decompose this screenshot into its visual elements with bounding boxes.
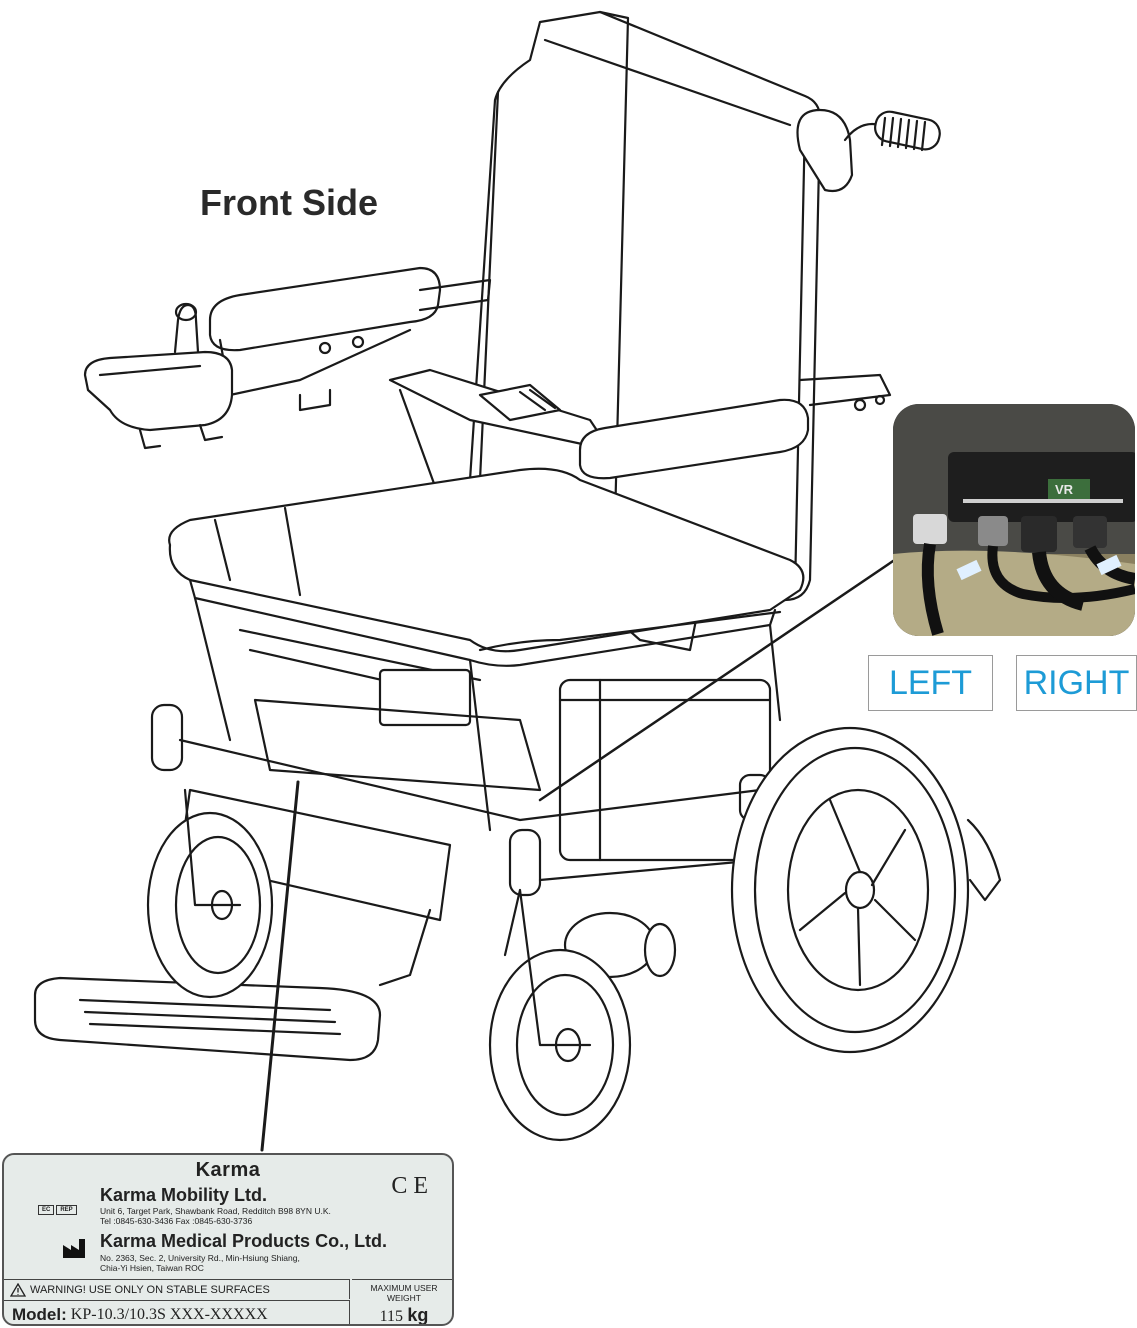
seat-cushion	[168, 467, 805, 667]
right-callout: RIGHT	[1016, 655, 1137, 711]
factory-icon	[63, 1239, 85, 1258]
model-value: KP-10.3/10.3S XXX-XXXXX	[70, 1305, 268, 1323]
push-handle	[796, 108, 941, 193]
company-2: Karma Medical Products Co., Ltd.	[100, 1231, 388, 1251]
max-weight-value: 115 kg	[352, 1305, 452, 1325]
warning-text: WARNING! USE ONLY ON STABLE SURFACES	[30, 1283, 270, 1296]
front-caster-right	[488, 888, 632, 1142]
company-1-address-line-1: Unit 6, Target Park, Shawbank Road, Redd…	[100, 1206, 331, 1216]
label-callout-line	[260, 780, 300, 1152]
label-brand: Karma	[195, 1159, 261, 1181]
ec-rep-mark: EC REP	[38, 1205, 77, 1215]
rear-drive-wheel	[730, 726, 1002, 1054]
company-2-address: No. 2363, Sec. 2, University Rd., Min-Hs…	[100, 1253, 430, 1273]
right-armrest	[578, 373, 892, 480]
model-label: Model:	[12, 1304, 67, 1324]
connector-photo-graphic: VR	[893, 404, 1135, 636]
joystick-controller	[83, 302, 234, 450]
max-weight-label-line-2: WEIGHT	[387, 1293, 421, 1303]
left-armrest	[208, 266, 492, 412]
warning-icon	[10, 1282, 26, 1297]
company-2-address-line-1: No. 2363, Sec. 2, University Rd., Min-Hs…	[100, 1253, 300, 1263]
rep-mark: REP	[56, 1205, 77, 1215]
connector-callout-line	[538, 553, 904, 802]
photo-badge-text: VR	[1055, 482, 1074, 497]
ce-mark: C E	[391, 1173, 428, 1199]
product-label-plate: Karma C E EC REP Karma Mobility Ltd. Uni…	[2, 1153, 454, 1326]
front-caster-left	[146, 788, 274, 999]
controller-connector-photo: VR	[893, 404, 1135, 636]
max-weight-number: 115	[379, 1308, 403, 1325]
page-title: Front Side	[200, 182, 378, 223]
left-callout: LEFT	[868, 655, 993, 711]
ec-mark: EC	[38, 1205, 55, 1215]
company-1-address-line-2: Tel :0845-630-3436 Fax :0845-630-3736	[100, 1216, 253, 1226]
max-weight-label-line-1: MAXIMUM USER	[370, 1283, 438, 1293]
max-weight-unit: kg	[407, 1305, 429, 1325]
company-1-address: Unit 6, Target Park, Shawbank Road, Redd…	[100, 1206, 440, 1226]
max-weight-label: MAXIMUM USER WEIGHT	[352, 1279, 452, 1309]
company-2-address-line-2: Chia-Yi Hsien, Taiwan ROC	[100, 1263, 204, 1273]
model-row: Model: KP-10.3/10.3S XXX-XXXXX	[4, 1300, 350, 1324]
warning-row: WARNING! USE ONLY ON STABLE SURFACES	[4, 1279, 350, 1299]
company-1: Karma Mobility Ltd.	[100, 1185, 268, 1205]
